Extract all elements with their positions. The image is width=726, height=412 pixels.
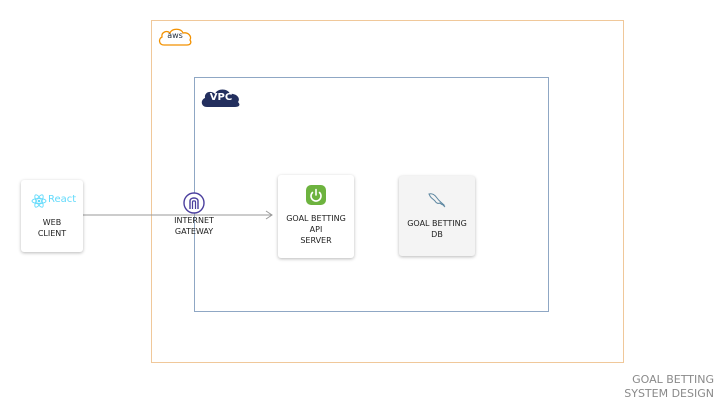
spring-power-icon [306, 185, 326, 205]
mysql-dolphin-icon [426, 189, 448, 211]
aws-label: aws [167, 31, 183, 40]
internet-gateway-label: INTERNET GATEWAY [174, 216, 214, 236]
vpc-cloud-icon: VPC [200, 88, 242, 108]
react-brand-label: React [48, 194, 77, 205]
internet-gateway-icon[interactable] [183, 192, 205, 214]
vpc-boundary [194, 77, 549, 312]
vpc-label: VPC [209, 92, 233, 103]
web-client-card[interactable]: React WEB CLIENT [21, 180, 83, 252]
diagram-caption: GOAL BETTING SYSTEM DESIGN [624, 373, 714, 400]
database-label: GOAL BETTING DB [407, 219, 467, 239]
api-server-card[interactable]: GOAL BETTING API SERVER [278, 175, 354, 258]
database-card[interactable]: GOAL BETTING DB [399, 176, 475, 256]
aws-cloud-icon: aws [157, 27, 193, 47]
api-server-label: GOAL BETTING API SERVER [286, 214, 346, 245]
react-icon [31, 193, 47, 209]
aws-boundary [151, 20, 624, 363]
web-client-label: WEB CLIENT [37, 218, 67, 238]
